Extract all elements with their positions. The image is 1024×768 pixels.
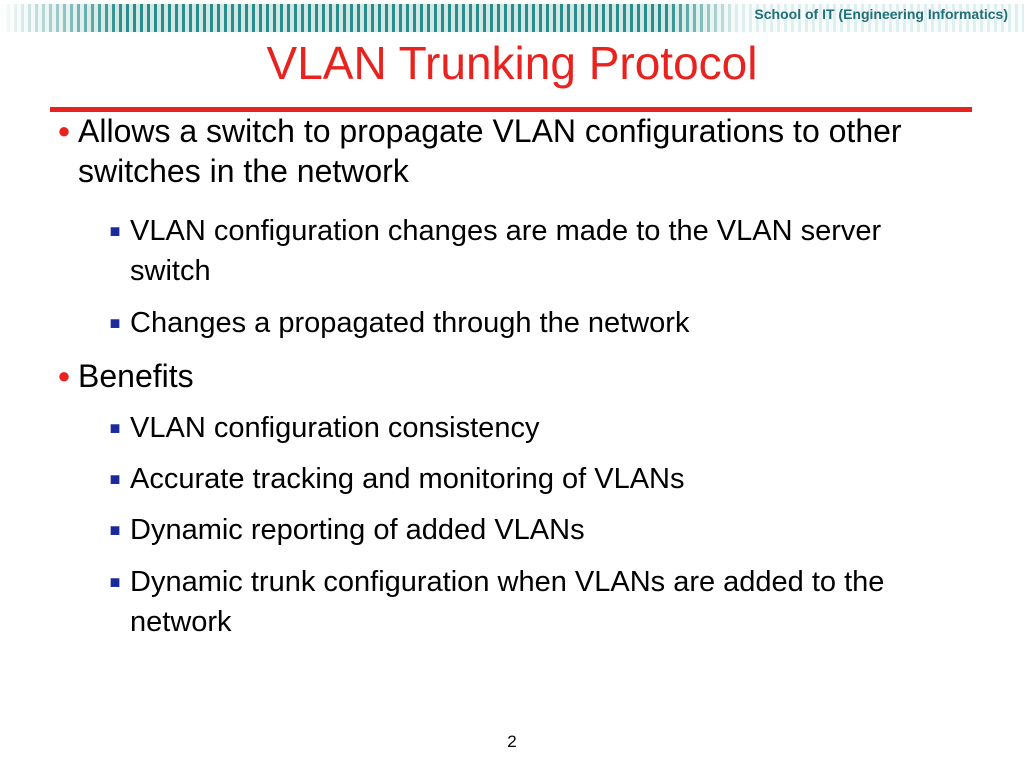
header-stripe-band — [0, 0, 1024, 36]
sub-bullet-text: VLAN configuration changes are made to t… — [130, 215, 882, 287]
sub-bullet-text: Dynamic trunk configuration when VLANs a… — [130, 566, 885, 638]
square-bullet-icon: ■ — [109, 520, 121, 540]
square-bullet-icon: ■ — [109, 221, 121, 241]
square-bullet-icon: ■ — [109, 313, 121, 333]
bullet-text: Benefits — [78, 358, 194, 394]
sub-bullet-text: Accurate tracking and monitoring of VLAN… — [130, 463, 685, 495]
institution-label: School of IT (Engineering Informatics) — [754, 6, 1008, 22]
bullet-item: ● Benefits — [50, 356, 980, 396]
sub-bullet-item: ■ VLAN configuration changes are made to… — [100, 211, 900, 291]
bullet-text: Allows a switch to propagate VLAN config… — [78, 113, 902, 189]
sub-bullet-item: ■ Dynamic reporting of added VLANs — [100, 510, 900, 550]
sub-bullet-item: ■ Dynamic trunk configuration when VLANs… — [100, 562, 900, 642]
bullet-item: ● Allows a switch to propagate VLAN conf… — [50, 111, 980, 191]
sub-bullet-text: Changes a propagated through the network — [130, 307, 690, 339]
sub-bullet-item: ■ VLAN configuration consistency — [100, 408, 900, 448]
sub-bullet-item: ■ Accurate tracking and monitoring of VL… — [100, 459, 900, 499]
sub-bullet-text: VLAN configuration consistency — [130, 412, 540, 444]
round-bullet-icon: ● — [57, 363, 71, 388]
square-bullet-icon: ■ — [109, 469, 121, 489]
round-bullet-icon: ● — [57, 118, 71, 143]
sub-bullet-text: Dynamic reporting of added VLANs — [130, 514, 585, 546]
sub-bullet-item: ■ Changes a propagated through the netwo… — [100, 303, 900, 343]
title-underline — [50, 107, 972, 112]
square-bullet-icon: ■ — [109, 418, 121, 438]
square-bullet-icon: ■ — [109, 572, 121, 592]
page-number: 2 — [507, 732, 517, 751]
slide-title: VLAN Trunking Protocol — [266, 37, 758, 89]
